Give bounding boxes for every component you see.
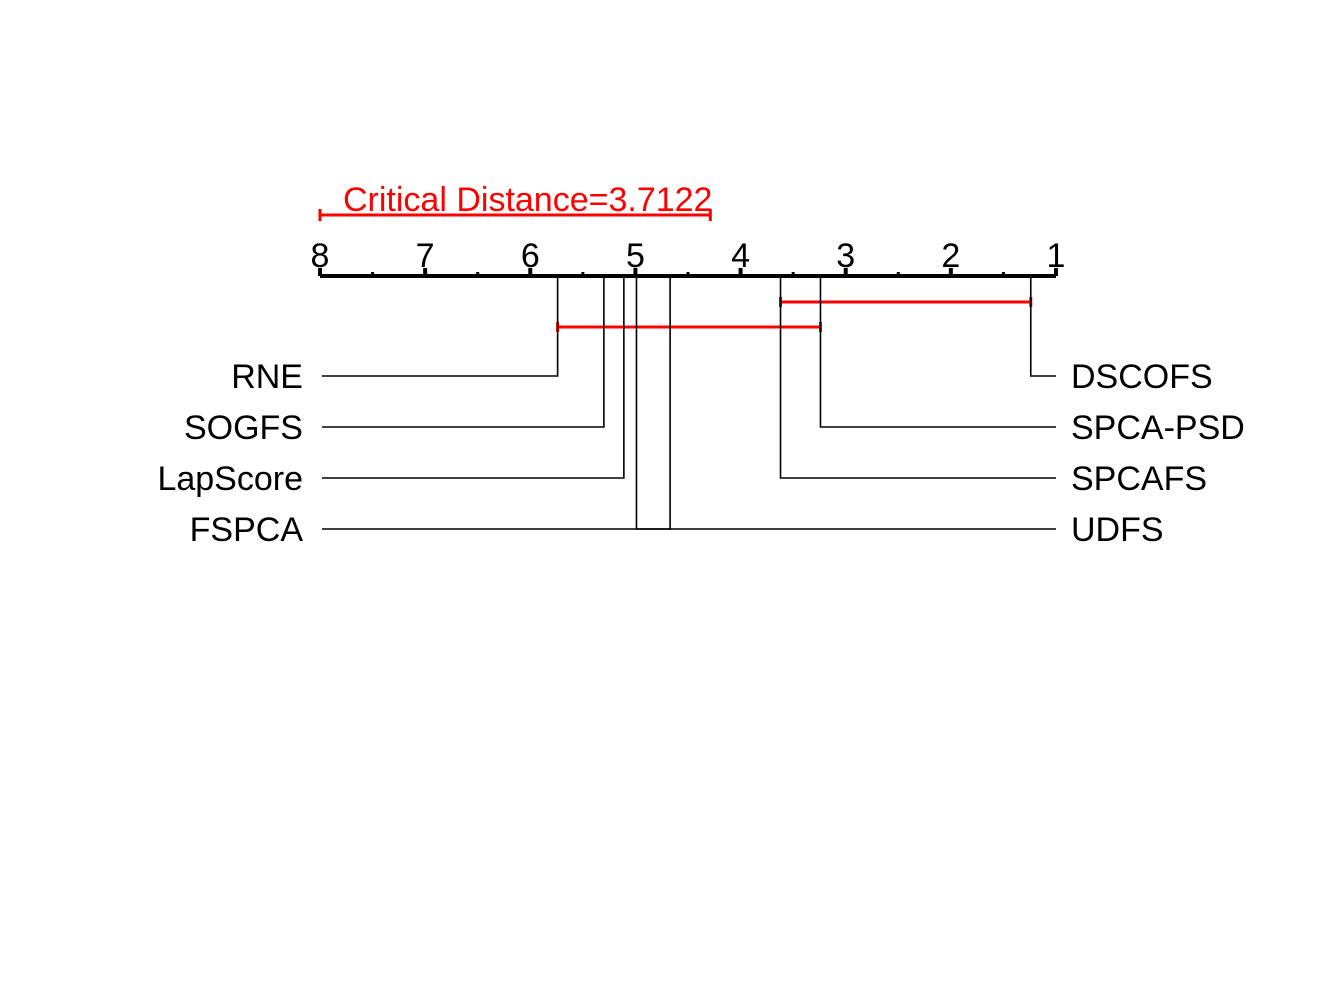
cliques bbox=[556, 297, 1033, 332]
method-connector bbox=[635, 276, 1056, 530]
method-label: RNE bbox=[231, 358, 303, 396]
method-label: DSCOFS bbox=[1071, 358, 1213, 396]
cd-critical-distance: Critical Distance=3.7122 bbox=[318, 181, 712, 221]
cd-label: Critical Distance=3.7122 bbox=[343, 181, 712, 219]
method-connector bbox=[819, 276, 1056, 428]
method-label: LapScore bbox=[157, 460, 303, 498]
rank-axis: 8 7 6 5 4 3 2 1 bbox=[311, 237, 1066, 278]
method-label: UDFS bbox=[1071, 511, 1164, 549]
method-label: SPCA-PSD bbox=[1071, 409, 1245, 447]
axis-tick-label: 4 bbox=[731, 237, 750, 275]
method-label: SPCAFS bbox=[1071, 460, 1207, 498]
method-connector bbox=[322, 276, 559, 377]
method-connector bbox=[1029, 276, 1056, 377]
method-label: FSPCA bbox=[190, 511, 304, 549]
axis-tick-label: 3 bbox=[836, 237, 855, 275]
method-connector bbox=[322, 276, 605, 428]
axis-tick-label: 6 bbox=[521, 237, 540, 275]
method-connector bbox=[779, 276, 1056, 479]
method-connector bbox=[322, 276, 625, 479]
method-label: SOGFS bbox=[184, 409, 303, 447]
axis-tick-label: 2 bbox=[941, 237, 960, 275]
method-connector bbox=[322, 276, 671, 530]
axis-tick-label: 8 bbox=[311, 237, 330, 275]
axis-tick-label: 1 bbox=[1047, 237, 1066, 275]
axis-tick-label: 7 bbox=[416, 237, 435, 275]
axis-tick-label: 5 bbox=[626, 237, 645, 275]
